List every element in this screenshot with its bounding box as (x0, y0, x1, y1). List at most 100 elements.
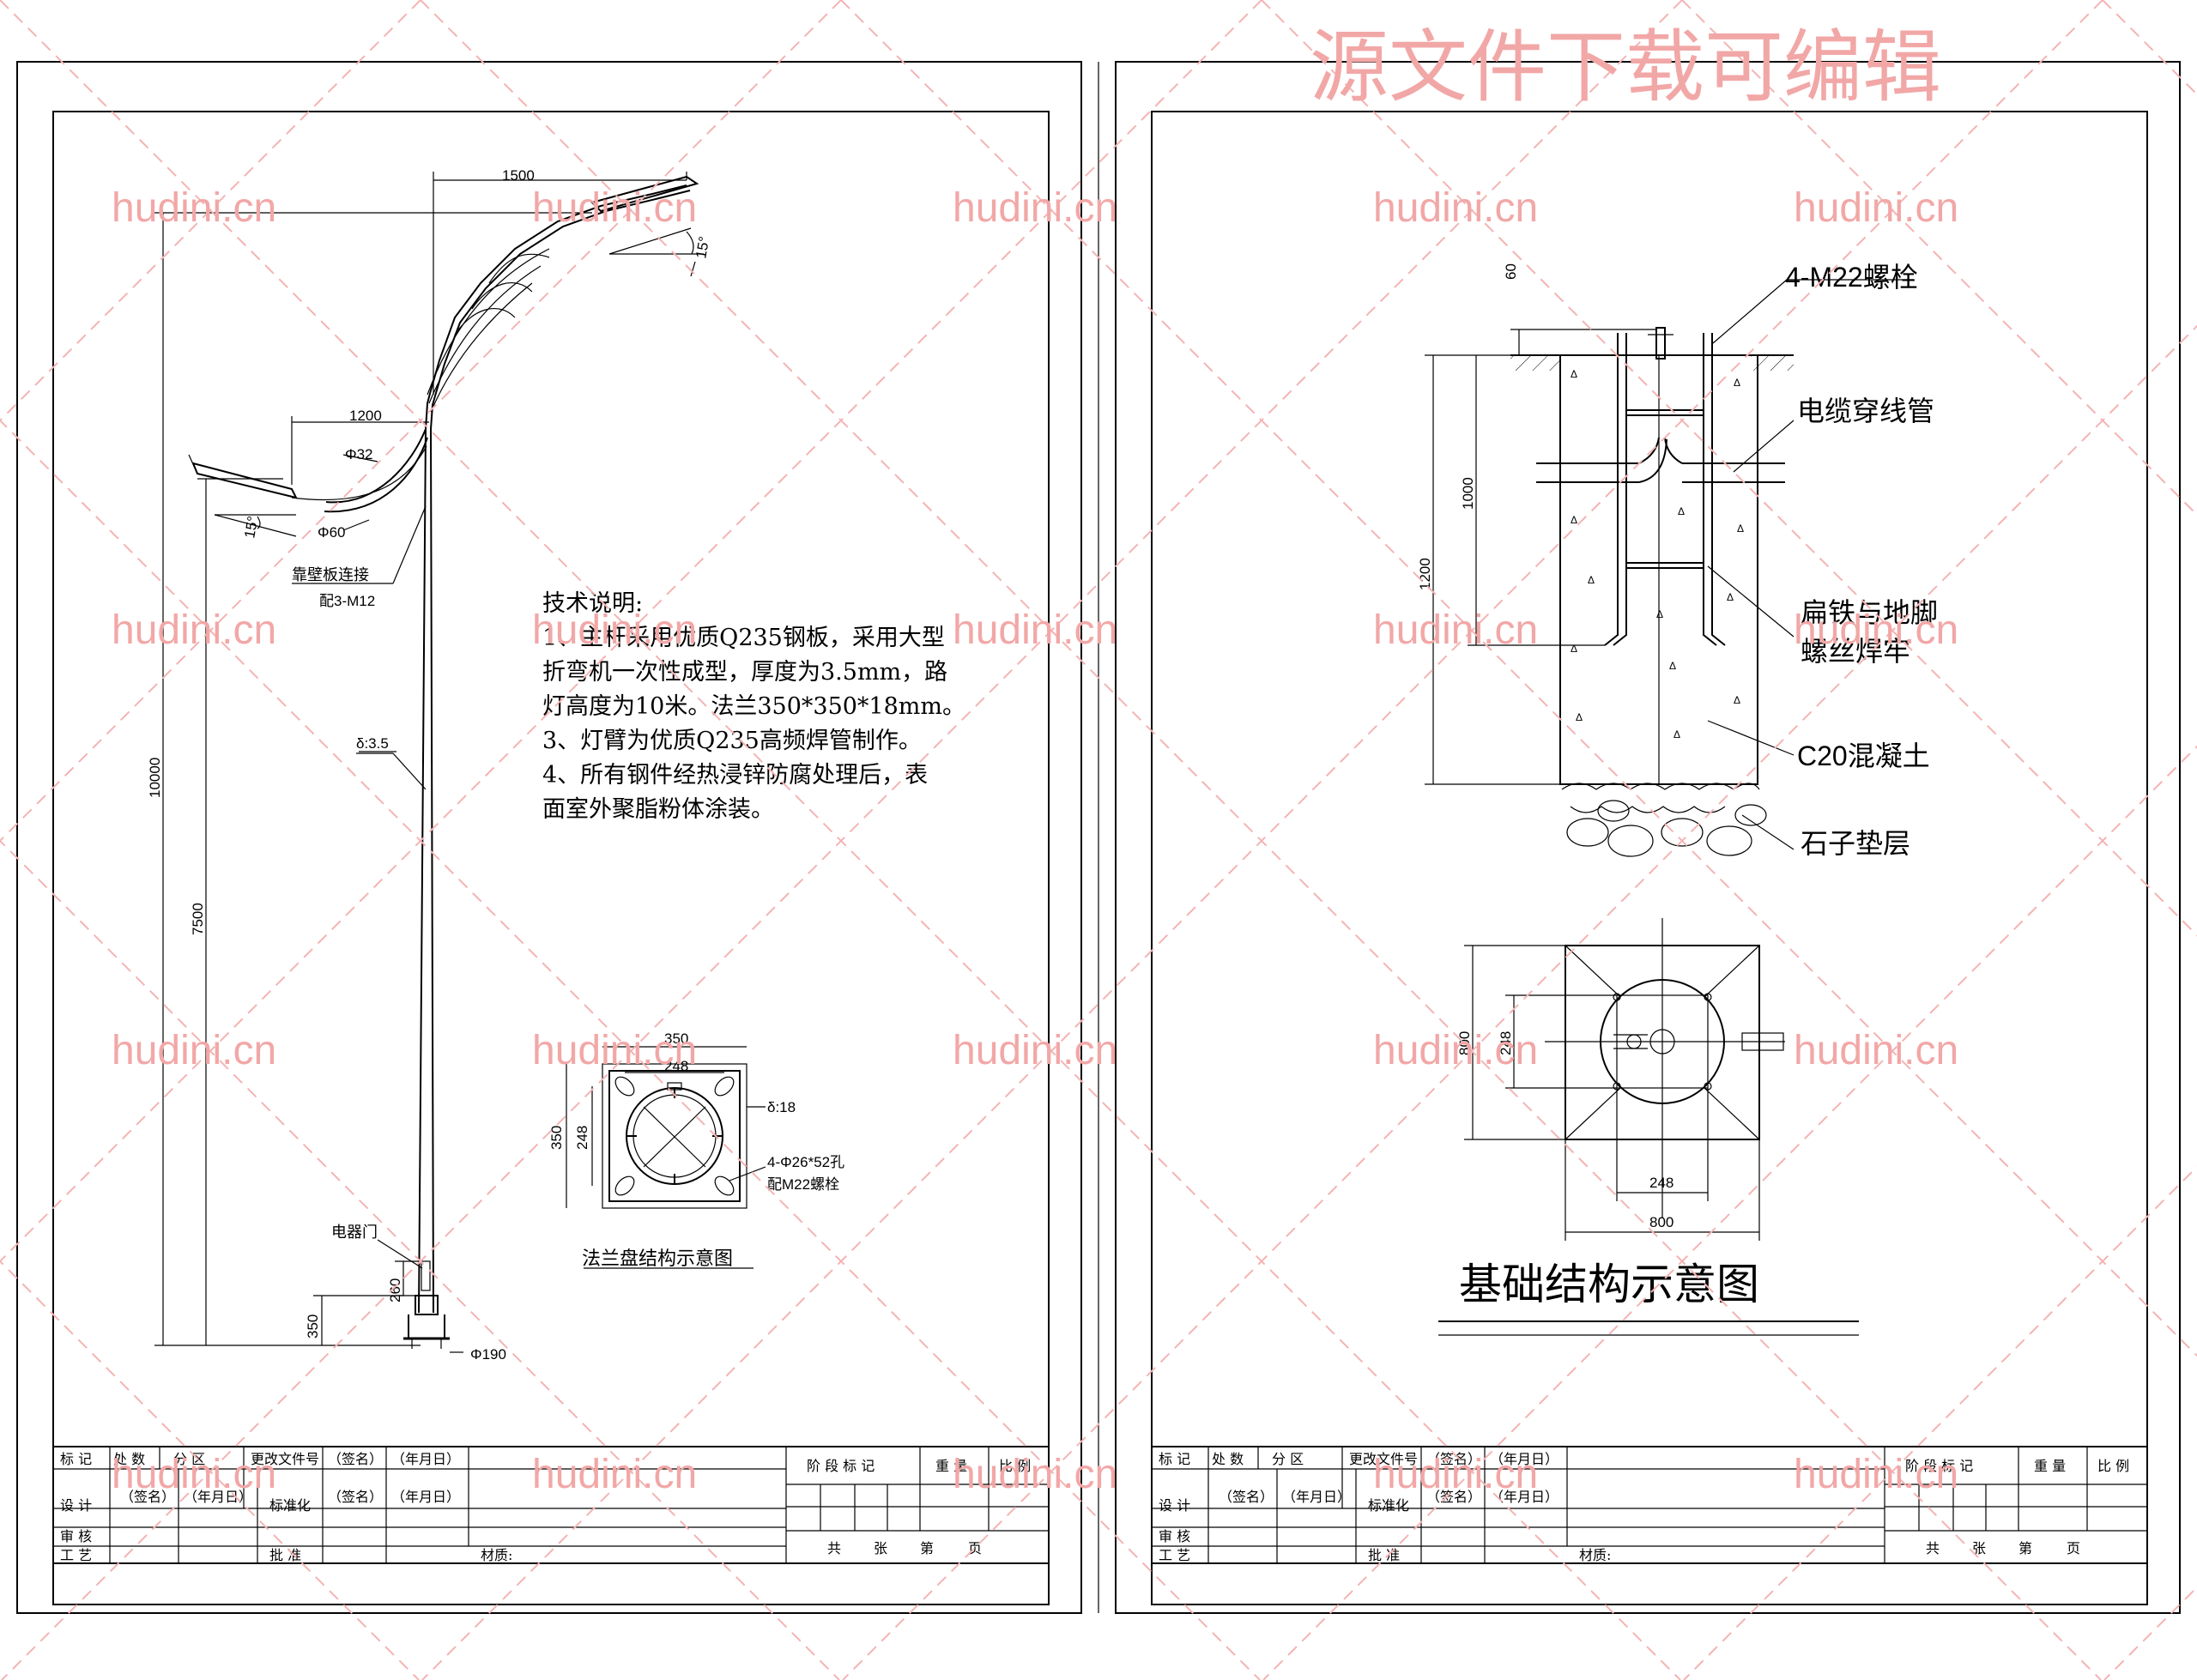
tb-review: 审 核 (1159, 1528, 1190, 1544)
flange-inner: 248 (664, 1058, 688, 1074)
dim-embed: 1000 (1460, 477, 1476, 510)
flange-texts: 350 248 350 248 δ:18 4-Φ26*52孔 配M22螺栓 法兰… (548, 1030, 844, 1270)
svg-text:Δ: Δ (1588, 574, 1595, 586)
watermark-diagonal (2103, 1586, 2197, 1680)
watermark-site-text: hudini.cn (112, 1028, 276, 1073)
watermark-site-text: hudini.cn (953, 607, 1117, 653)
tb-sign-2: （签名） (1219, 1489, 1274, 1505)
foundation-plan (1464, 918, 1785, 1241)
tb-no: 第 (920, 1540, 934, 1556)
watermark-diagonal (420, 0, 2102, 1680)
watermark-diagonal (0, 0, 421, 422)
tb-total: 共 (827, 1540, 841, 1556)
watermark-site-text: hudini.cn (1794, 1452, 1958, 1497)
svg-text:Δ: Δ (1673, 728, 1680, 740)
watermark-diagonal (1681, 0, 2197, 517)
watermark-diagonal (0, 0, 1681, 1680)
dim-thickness: δ:3.5 (356, 735, 389, 752)
tb-process: 工 艺 (1159, 1547, 1190, 1563)
tb-mark: 标 记 (1159, 1451, 1190, 1467)
watermark-diagonal (2102, 0, 2197, 96)
tb-stage: 阶 段 标 记 (807, 1458, 875, 1474)
tb-total: 共 (1926, 1540, 1940, 1556)
tb-mark: 标 记 (60, 1451, 92, 1467)
dim-pipe-small: Φ32 (345, 446, 372, 462)
tb-date-2: （年月日） (184, 1489, 252, 1505)
flange-outer: 350 (664, 1030, 688, 1047)
dim-base-dia: Φ190 (470, 1346, 506, 1363)
tb-weight: 重 量 (935, 1458, 967, 1474)
tb-change-doc: 更改文件号 (1349, 1451, 1418, 1467)
tb-review: 审 核 (60, 1528, 92, 1544)
tb-sign-3: （签名） (1426, 1489, 1481, 1505)
tb-stage: 阶 段 标 记 (1905, 1458, 1973, 1474)
foundation-texts: 60 1000 1200 4-M22螺栓 电缆穿线管 扁铁与地脚 螺丝焊牢 C2… (1417, 262, 1938, 860)
svg-text:Δ: Δ (1734, 377, 1740, 389)
svg-text:Δ: Δ (1571, 643, 1577, 655)
tb-material: 材质: (481, 1547, 512, 1563)
watermark-diagonal (0, 0, 842, 843)
flange-thickness: δ:18 (767, 1099, 796, 1115)
watermark-site-text: hudini.cn (1794, 1028, 1958, 1073)
dim-arm-upper: 1500 (502, 167, 535, 184)
label-conduit: 电缆穿线管 (1797, 395, 1934, 427)
title-block-right (1151, 1446, 2148, 1564)
pole-elevation (188, 175, 699, 1349)
label-weld-1: 扁铁与地脚 (1801, 596, 1938, 629)
label-door: 电器门 (331, 1224, 378, 1242)
watermark-site-text: hudini.cn (1794, 607, 1958, 653)
tech-notes-title: 技术说明: (542, 590, 643, 617)
tb-date-3: （年月日） (1490, 1489, 1558, 1505)
dim-depth: 1200 (1417, 558, 1433, 590)
dim-pipe-large: Φ60 (318, 524, 345, 541)
dim-plan-inner: 248 (1498, 1031, 1514, 1055)
tb-page: 页 (2067, 1540, 2080, 1556)
sheet-frames (16, 61, 2181, 1614)
foundation-section: Δ Δ Δ Δ Δ Δ Δ Δ Δ Δ Δ Δ Δ (1510, 327, 1794, 857)
foundation-caption: 基础结构示意图 (1459, 1260, 1759, 1309)
title-block-left (52, 1446, 1050, 1564)
tb-material: 材质: (1579, 1547, 1611, 1563)
dim-plan-bottom-outer: 800 (1649, 1214, 1673, 1230)
label-connect-1: 靠壁板连接 (292, 566, 369, 584)
flange-side-inner: 248 (574, 1126, 590, 1150)
label-connect-2: 配3-M12 (319, 593, 375, 609)
tb-sheets: 张 (874, 1540, 887, 1556)
watermark-diagonal (1, 0, 1683, 1680)
tb-standard: 标准化 (1368, 1497, 1409, 1514)
label-concrete: C20混凝土 (1797, 740, 1930, 771)
watermark-site-text: hudini.cn (953, 1452, 1117, 1497)
tb-sign: （签名） (1426, 1451, 1481, 1467)
watermark-diagonal (840, 0, 2197, 1357)
tech-note-line: 折弯机一次性成型，厚度为3.5mm，路 (542, 659, 947, 686)
label-gravel: 石子垫层 (1801, 827, 1910, 860)
concrete-speckles: Δ Δ Δ Δ Δ Δ Δ Δ Δ Δ Δ Δ Δ (1571, 368, 1744, 740)
tb-count: 处 数 (1212, 1451, 1244, 1467)
pole-dimensions (154, 172, 704, 1353)
svg-text:Δ: Δ (1656, 608, 1663, 620)
svg-text:Δ: Δ (1727, 591, 1734, 603)
tb-process: 工 艺 (60, 1547, 92, 1563)
svg-text:Δ: Δ (1669, 660, 1676, 672)
watermark-diagonal (0, 1260, 420, 1680)
watermark-site-text: hudini.cn (1373, 1452, 1538, 1497)
tb-scale: 比 例 (2097, 1458, 2129, 1474)
svg-text:Δ: Δ (1571, 514, 1577, 526)
watermark-site-text: hudini.cn (532, 185, 697, 231)
dim-plan-bottom-inner: 248 (1649, 1175, 1673, 1191)
dim-angle-upper: 15° (693, 235, 712, 260)
tb-sign: （签名） (328, 1451, 383, 1467)
tb-weight: 重 量 (2034, 1458, 2066, 1474)
watermark-diagonal (1683, 1165, 2197, 1680)
dim-door-height: 260 (387, 1278, 403, 1302)
tech-notes: 技术说明: 1、主杆采用优质Q235钢板，采用大型 折弯机一次性成型，厚度为3.… (542, 590, 965, 823)
watermark-site-text: hudini.cn (112, 185, 276, 231)
tb-zone: 分 区 (173, 1451, 205, 1467)
tb-count: 处 数 (113, 1451, 145, 1467)
tb-scale: 比 例 (999, 1458, 1031, 1474)
tb-date-2: （年月日） (1282, 1489, 1351, 1505)
flange-bolts: 配M22螺栓 (767, 1176, 839, 1193)
flange-caption: 法兰盘结构示意图 (582, 1248, 733, 1270)
watermark-site-text: hudini.cn (112, 607, 276, 653)
title-block-left-texts: 标 记 处 数 分 区 更改文件号 （签名） （年月日） 设 计 （签名） （年… (60, 1451, 1031, 1563)
